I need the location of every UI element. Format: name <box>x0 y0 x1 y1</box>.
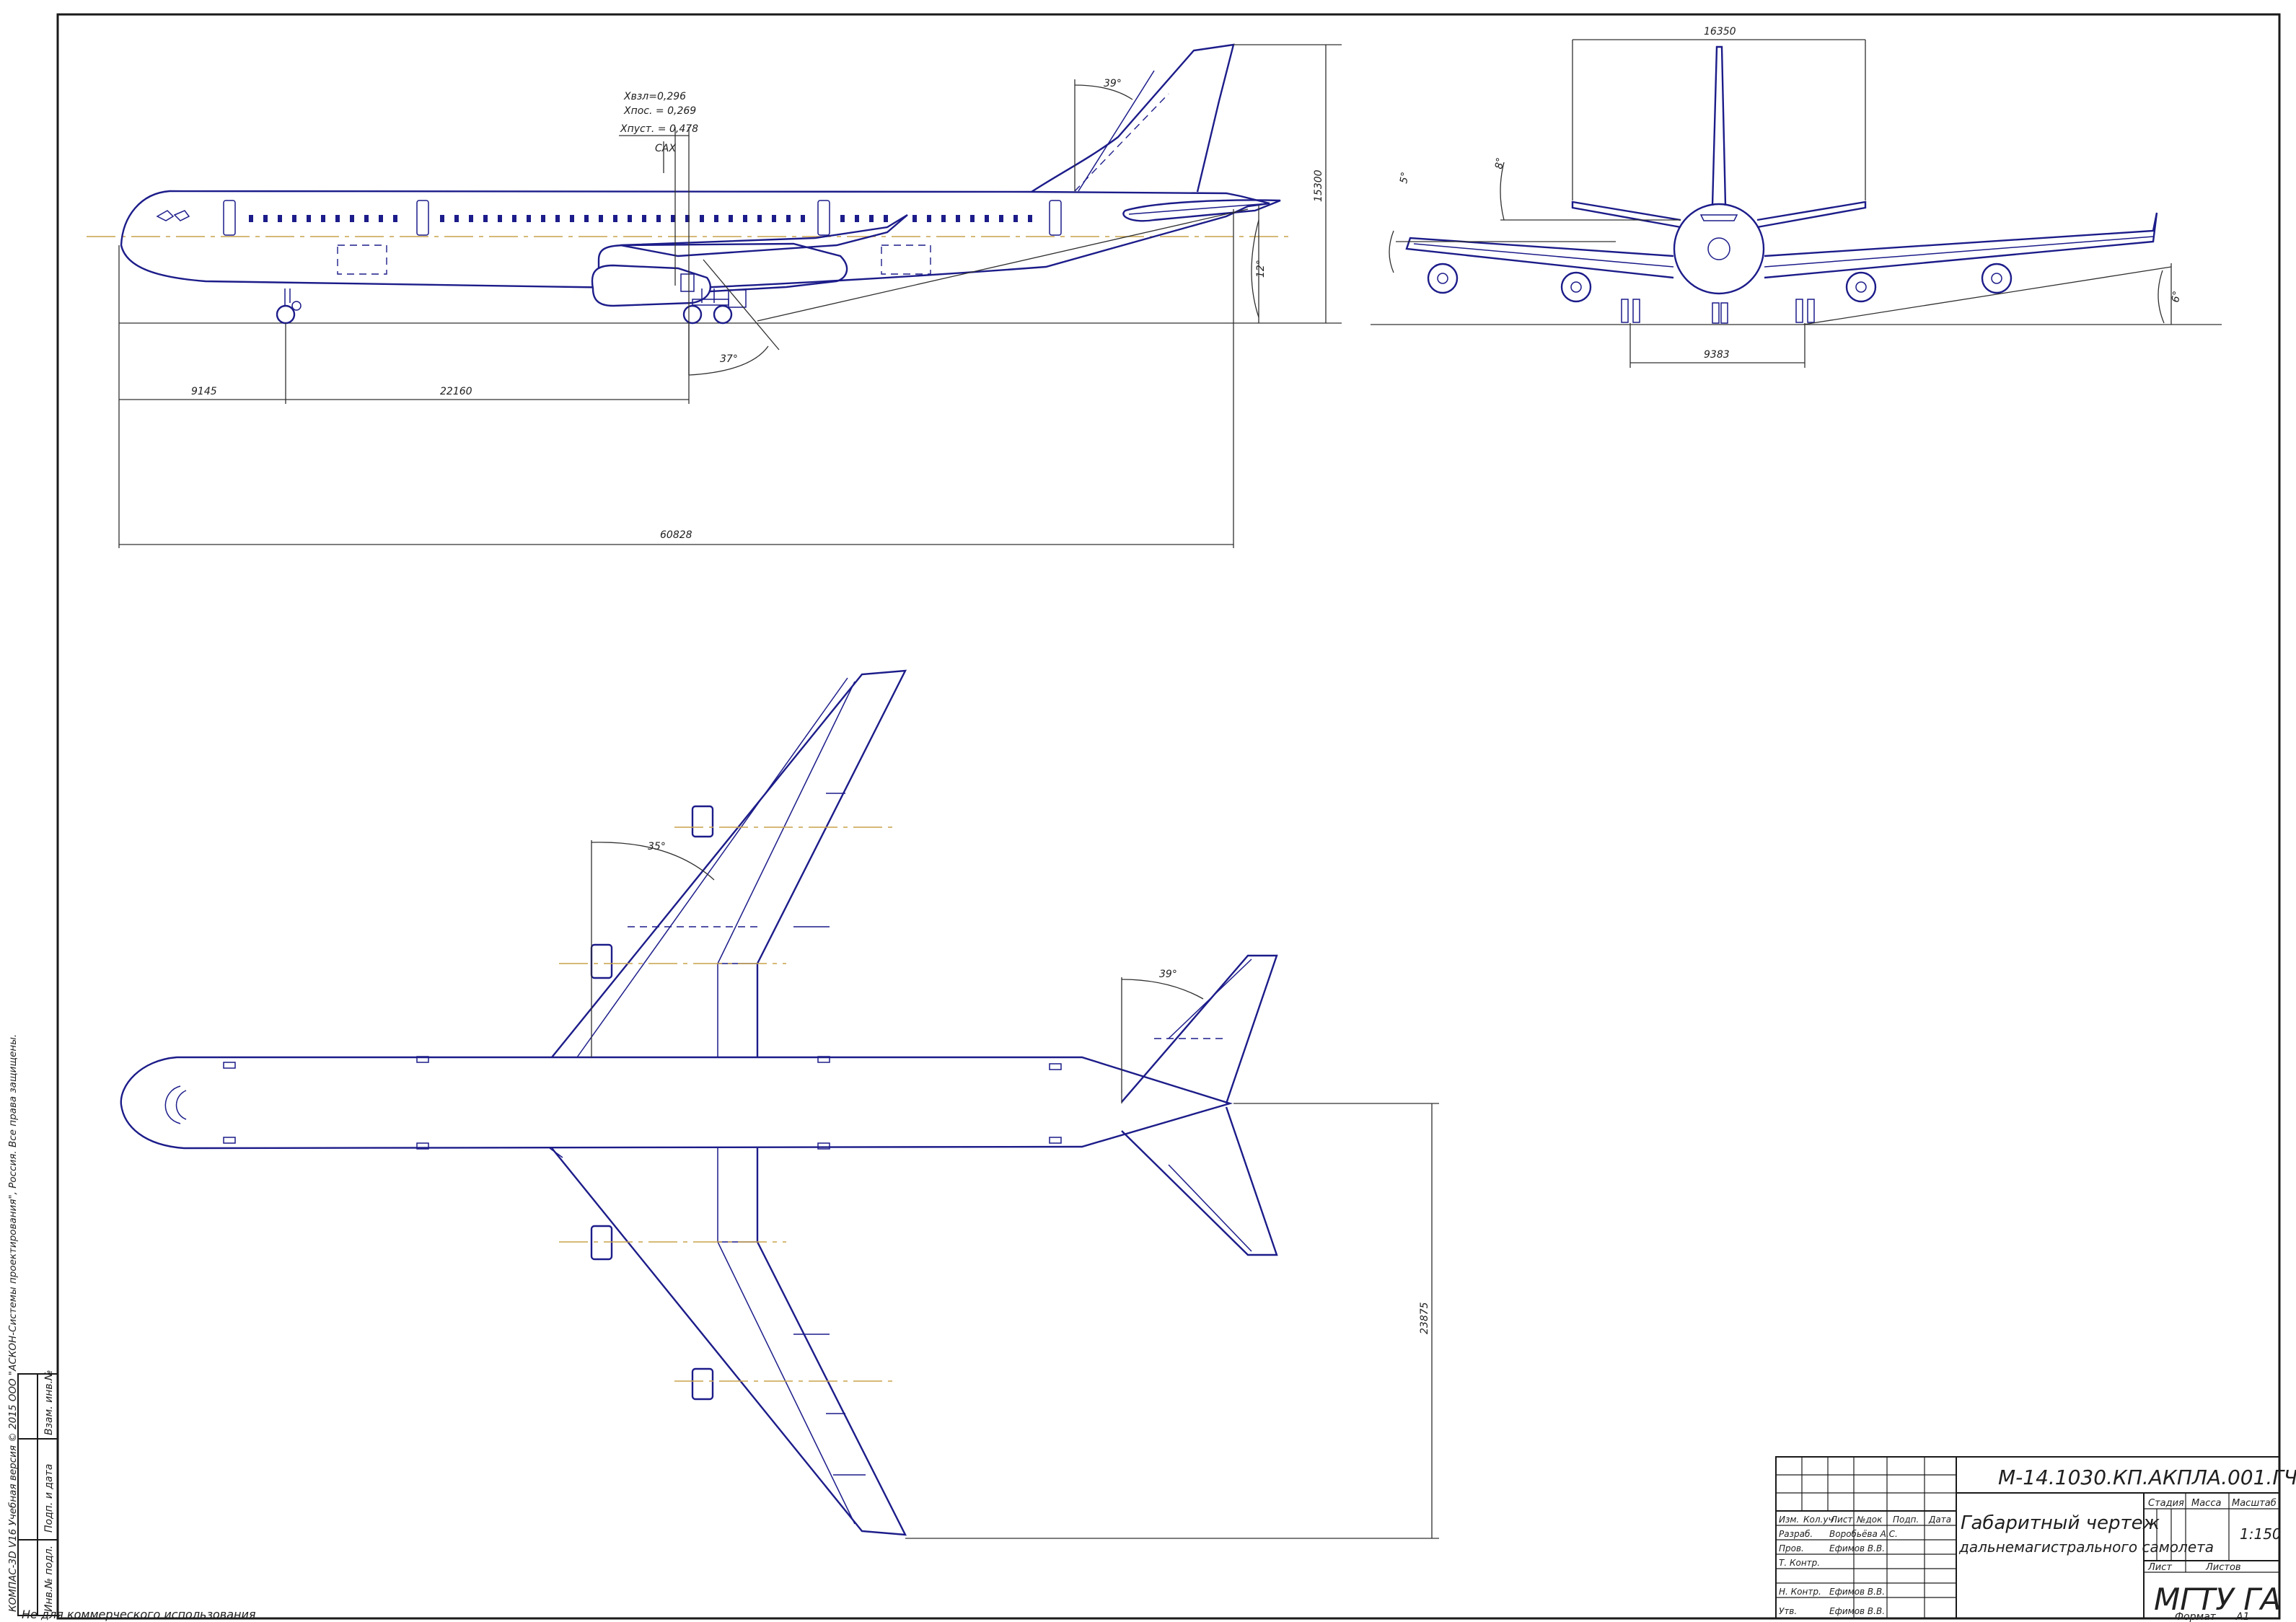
col-izm: Изм. <box>1779 1515 1799 1525</box>
title-block: Изм. Кол.уч Лист №док Подп. Дата Разраб.… <box>1775 1456 2296 1619</box>
drawing-title-1: Габаритный чертеж <box>1961 1512 2160 1534</box>
cg-landing: Xпос. = 0,269 <box>623 105 696 117</box>
front-fin <box>1711 45 1727 206</box>
name-utv: Ефимов В.В. <box>1829 1606 1885 1616</box>
angle-ground-side: 12° <box>1255 260 1267 278</box>
dim-gear-base: 22160 <box>440 386 472 397</box>
front-fuselage <box>1673 203 1765 295</box>
scale-label: Масштаб <box>2232 1498 2277 1509</box>
plan-stab-lower <box>1121 1106 1278 1256</box>
angle-tip-back: 37° <box>720 353 738 365</box>
front-view: 16350 9383 5° 8° 6° <box>1371 26 2222 368</box>
side-vertical-fin <box>1031 43 1235 193</box>
organization: МГТУ ГА <box>2154 1582 2281 1617</box>
plan-wing-lower <box>551 1147 907 1536</box>
role-utv: Утв. <box>1779 1606 1797 1616</box>
col-list: Лист <box>1830 1515 1853 1525</box>
side-stamp-column: Взам. инв.№ Подп. и дата Инв.№ подл. КОМ… <box>7 1034 58 1616</box>
col-data: Дата <box>1928 1515 1951 1525</box>
angle-dihedral-wing: 5° <box>1398 171 1412 184</box>
stamp-inv-original: Инв.№ подл. <box>43 1546 55 1612</box>
side-stabilizer <box>1122 199 1281 222</box>
plan-view: 35° 39° 23875 <box>120 669 1439 1539</box>
angle-stab-sweep: 39° <box>1159 969 1177 980</box>
mac-label: САХ <box>655 143 676 154</box>
dim-overall-length: 60828 <box>660 529 692 541</box>
col-kolich: Кол.уч <box>1803 1515 1834 1525</box>
stamp-software: КОМПАС-3D V16 Учебная версия © 2015 ООО … <box>7 1034 19 1612</box>
cg-stab: Xпуст. = 0,478 <box>620 123 698 135</box>
format-value: А1 <box>2235 1611 2249 1622</box>
angle-dihedral-stab: 8° <box>1493 157 1507 169</box>
stage-label: Стадия <box>2148 1498 2184 1509</box>
angle-bank: 6° <box>2170 290 2183 303</box>
side-windows <box>249 215 1032 222</box>
stamp-replace-inv: Взам. инв.№ <box>43 1370 55 1435</box>
side-view: Xвзл=0,296 Xпос. = 0,269 Xпуст. = 0,478 … <box>87 43 1342 548</box>
name-razrab: Воробьёва А.С. <box>1829 1529 1898 1539</box>
dim-tail-span: 16350 <box>1704 26 1736 38</box>
role-razrab: Разраб. <box>1779 1529 1813 1539</box>
front-stabilizer <box>1571 200 1681 229</box>
col-ndok: №док <box>1856 1515 1883 1525</box>
stamp-sign-date: Подп. и дата <box>43 1464 55 1533</box>
angle-fin: 39° <box>1104 78 1122 89</box>
role-prov: Пров. <box>1779 1543 1804 1553</box>
mass-label: Масса <box>2191 1498 2221 1509</box>
designation: М-14.1030.КП.АКПЛА.001.ГЧ <box>1998 1465 2296 1489</box>
dim-half-span: 23875 <box>1419 1302 1430 1334</box>
plan-fuselage <box>120 1056 1233 1150</box>
outer-frame <box>56 13 2281 1620</box>
non-commercial-note: Не для коммерческого использования <box>22 1608 256 1621</box>
scale-value: 1:150 <box>2240 1525 2282 1543</box>
name-prov: Ефимов В.В. <box>1829 1543 1885 1553</box>
format-label: Формат <box>2175 1611 2217 1622</box>
plan-wing-upper <box>551 669 907 1058</box>
side-wing <box>620 213 908 257</box>
col-podp: Подп. <box>1893 1515 1919 1525</box>
role-nkontr: Н. Контр. <box>1779 1587 1821 1597</box>
dim-tail-height: 15300 <box>1313 169 1324 202</box>
plan-stab-upper <box>1121 954 1278 1104</box>
sheet-label: Лист <box>2147 1562 2172 1573</box>
role-tkontr: Т. Контр. <box>1779 1558 1820 1568</box>
angle-wing-sweep: 35° <box>648 841 666 852</box>
sheets-label: Листов <box>2205 1562 2241 1573</box>
side-main-gear <box>682 288 747 325</box>
front-wing <box>1405 237 1674 279</box>
name-nkontr: Ефимов В.В. <box>1829 1587 1885 1597</box>
cg-takeoff: Xвзл=0,296 <box>623 91 686 102</box>
drawing-title-2: дальнемагистрального самолета <box>1958 1538 2214 1556</box>
dim-nose-gear: 9145 <box>191 386 217 397</box>
side-nose-gear <box>276 288 302 325</box>
dim-track: 9383 <box>1704 349 1730 361</box>
